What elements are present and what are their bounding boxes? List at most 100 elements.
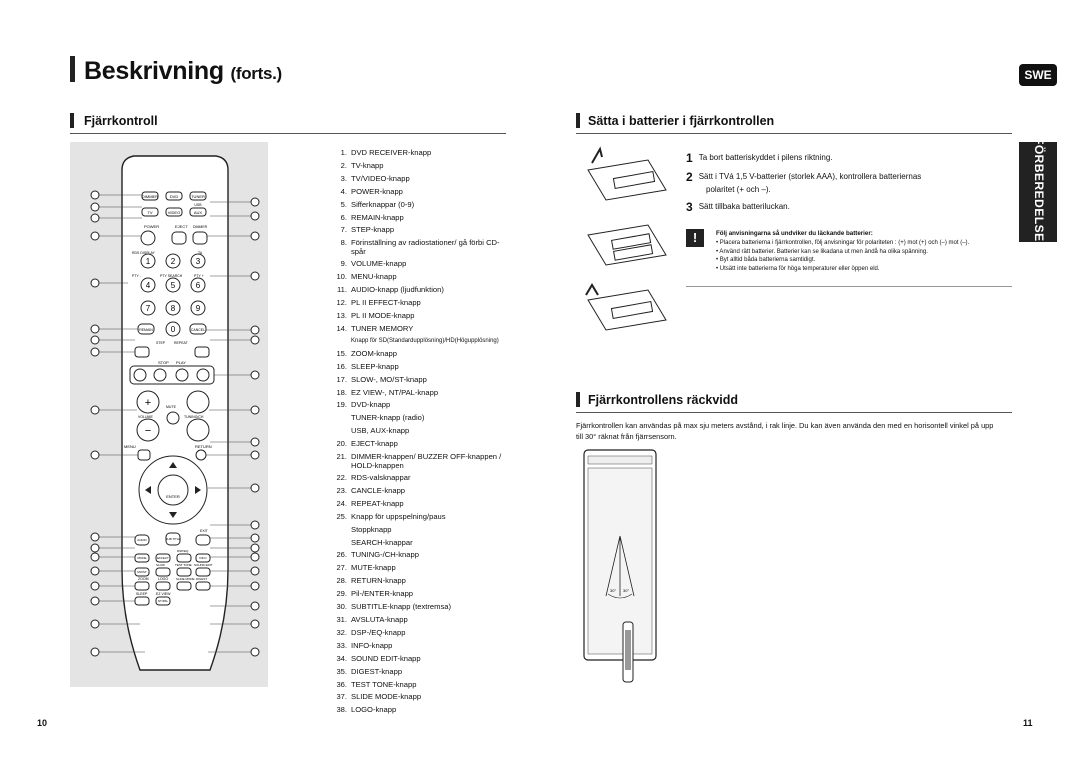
tuning-down-button [186, 418, 210, 442]
legend-text: STEP-knapp [351, 225, 395, 235]
remote-legend-item: 38.LOGO-knapp [330, 704, 520, 717]
slide-mode-button [176, 581, 192, 591]
dsp-button [176, 553, 192, 563]
enter-button [157, 474, 189, 506]
section-title-remote: Fjärrkontroll [84, 114, 158, 128]
step-number: 3 [686, 200, 693, 214]
legend-number: 26. [336, 550, 347, 560]
callout-marker [90, 202, 100, 212]
digit-label: 8 [171, 304, 176, 313]
ta-label: TA [198, 251, 203, 255]
step-number: 1 [686, 151, 693, 165]
tuner-button [189, 191, 207, 201]
warning-icon: ! [686, 229, 704, 247]
tuner-label: TUNER [191, 194, 205, 199]
subtitle-button [165, 532, 181, 546]
remote-legend-item: 29.Pil-/ENTER-knapp [330, 588, 520, 601]
dimmer2-label: DIMMER [193, 225, 208, 229]
stop-button [153, 368, 167, 382]
pty-minus-label: PTY - [132, 274, 142, 278]
exit-label: EXIT [200, 529, 209, 533]
testtone-label: TEST TONE [175, 563, 192, 567]
legend-number: 24. [336, 498, 347, 508]
legend-text: DVD RECEIVER-knapp [351, 148, 432, 157]
legend-number [330, 425, 347, 438]
legend-text: MENU-knapp [351, 272, 397, 282]
remote-legend-item: 27.MUTE-knapp [330, 562, 520, 575]
remote-legend-item: 21.DIMMER-knappen/ BUZZER OFF-knappen / … [330, 451, 520, 472]
legend-text: EJECT-knapp [351, 439, 398, 449]
legend-text: SLEEP-knapp [351, 361, 399, 371]
digit-button [165, 253, 181, 269]
callout-marker [250, 450, 260, 460]
digit-button [190, 300, 206, 316]
remote-legend-item: 8.Förinställning av radiostationer/ gå f… [330, 237, 520, 258]
callout-marker [90, 581, 100, 591]
remote-legend-item: TUNER-knapp (radio) [330, 412, 520, 425]
legend-text: TUNER MEMORY [351, 323, 414, 333]
legend-number: 17. [336, 374, 347, 384]
battery-step2-image [587, 224, 667, 266]
range-cone [605, 535, 635, 597]
aux-button [189, 207, 207, 217]
digit-button [165, 321, 181, 337]
power-label: POWER [144, 224, 159, 229]
remain-label: REMAIN [139, 328, 153, 332]
legend-text: TUNER-knapp (radio) [351, 413, 425, 423]
battery-step1-image [587, 146, 667, 201]
menu-button [137, 449, 151, 461]
dimmer-hold-button [192, 231, 208, 245]
step-text: Sätt i TVá 1,5 V-batterier (storlek AAA)… [698, 172, 922, 182]
remote-legend-item: 15.ZOOM-knapp [330, 348, 520, 361]
legend-text: VOLUME-knapp [351, 259, 407, 269]
small-remote-buttons [625, 630, 631, 670]
callout-marker [250, 405, 260, 415]
minus-glyph: − [145, 425, 151, 437]
legend-text: Pil-/ENTER-knapp [351, 589, 414, 599]
digit-label: 3 [196, 257, 201, 266]
remote-legend-item: 32.DSP-/EQ-knapp [330, 627, 520, 640]
mute-button [166, 411, 180, 425]
title-bar [70, 56, 75, 82]
legend-text: SLOW-, MO/ST-knapp [351, 374, 427, 384]
battery-step: polaritet (+ och –). [700, 183, 771, 197]
step-number: 2 [686, 170, 693, 184]
angle-right-label: 30° [623, 588, 629, 593]
digest-button [195, 581, 211, 591]
callout-marker [250, 197, 260, 207]
callout-markers [90, 190, 260, 657]
chapter-tab-label: FÖRBEREDELSE [1032, 137, 1046, 242]
callout-marker [250, 520, 260, 530]
legend-number [330, 537, 347, 550]
callout-marker [90, 213, 100, 223]
callout-marker [90, 566, 100, 576]
legend-text: Knapp för uppspelning/paus [351, 511, 446, 521]
digit-label: 9 [196, 304, 201, 313]
remote-legend-item: 37.SLIDE MODE-knapp [330, 691, 520, 704]
remote-legend-item: 25.Knapp för uppspelning/paus [330, 511, 520, 524]
stop-label: STOP [158, 360, 169, 365]
legend-number: 19. [336, 400, 347, 410]
legend-number: 6. [340, 212, 347, 222]
legend-text: Sifferknappar (0-9) [351, 199, 415, 209]
remote-legend-item: 9.VOLUME-knapp [330, 258, 520, 271]
callout-marker [250, 566, 260, 576]
dimmer-label: DIMMER [142, 194, 158, 199]
remote-legend-item: Stoppknapp [330, 524, 520, 537]
legend-number: 7. [340, 225, 347, 235]
effect-label: EFFECT [157, 556, 169, 560]
legend-number: 11. [337, 285, 347, 295]
legend-number: 38. [336, 705, 347, 715]
callout-marker [250, 543, 260, 553]
repeat-label: REPEAT [174, 341, 189, 345]
remote-legend-item: 31.AVSLUTA-knapp [330, 614, 520, 627]
digit-label: 7 [146, 304, 151, 313]
legend-number: 34. [336, 653, 347, 663]
digit-button [165, 277, 181, 293]
sleep-button [134, 596, 150, 606]
remote-legend-item: 36.TEST TONE-knapp [330, 679, 520, 692]
legend-number: 16. [336, 361, 347, 371]
legend-number: 18. [336, 387, 347, 397]
